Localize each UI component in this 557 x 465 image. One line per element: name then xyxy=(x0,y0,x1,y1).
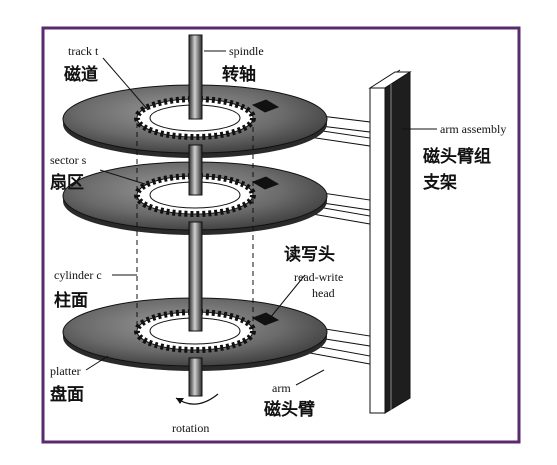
leader-lines xyxy=(85,50,437,386)
arm-leader xyxy=(295,369,325,386)
spindle-label-en: spindle xyxy=(229,44,264,58)
cylinder-label-zh: 柱面 xyxy=(54,290,88,311)
arm-assembly-label-zh-1: 磁头臂组 xyxy=(423,146,491,167)
read-write-label-en-1: read-write xyxy=(294,270,343,284)
arm-assembly-post xyxy=(368,69,412,414)
rotation-label: rotation xyxy=(172,421,209,435)
read-write-label-en-2: head xyxy=(312,286,335,300)
sector-label-en: sector s xyxy=(50,153,87,167)
platter-leader xyxy=(85,355,109,371)
track-leader xyxy=(102,57,149,111)
figure-frame xyxy=(41,26,521,444)
sector-label-zh: 扇区 xyxy=(50,172,84,193)
platter-label-zh: 盘面 xyxy=(50,384,84,405)
arm-assembly-label-zh-2: 支架 xyxy=(423,172,457,193)
arm-assembly-label-en: arm assembly xyxy=(440,122,506,136)
rotation-arrow xyxy=(175,393,219,405)
read-write-leader xyxy=(269,274,306,319)
read-write-label-zh: 读写头 xyxy=(284,244,335,265)
spindle-label-zh: 转轴 xyxy=(222,64,256,85)
spindle-segment-top xyxy=(188,34,203,120)
arm-label-zh: 磁头臂 xyxy=(264,399,315,420)
track-label-zh: 磁道 xyxy=(64,64,98,85)
platter-label-en: platter xyxy=(50,364,81,378)
cylinder-outline xyxy=(136,118,254,333)
cylinder-label-en: cylinder c xyxy=(54,268,102,282)
spindle-segment-mid-2 xyxy=(188,221,203,332)
read-write-heads xyxy=(251,99,280,326)
spindle-segment-bottom xyxy=(188,357,203,397)
sector-leader xyxy=(99,169,149,186)
spindle-segment-mid-1 xyxy=(188,144,203,196)
arm-label-en: arm xyxy=(272,381,291,395)
track-label-en: track t xyxy=(68,44,99,58)
